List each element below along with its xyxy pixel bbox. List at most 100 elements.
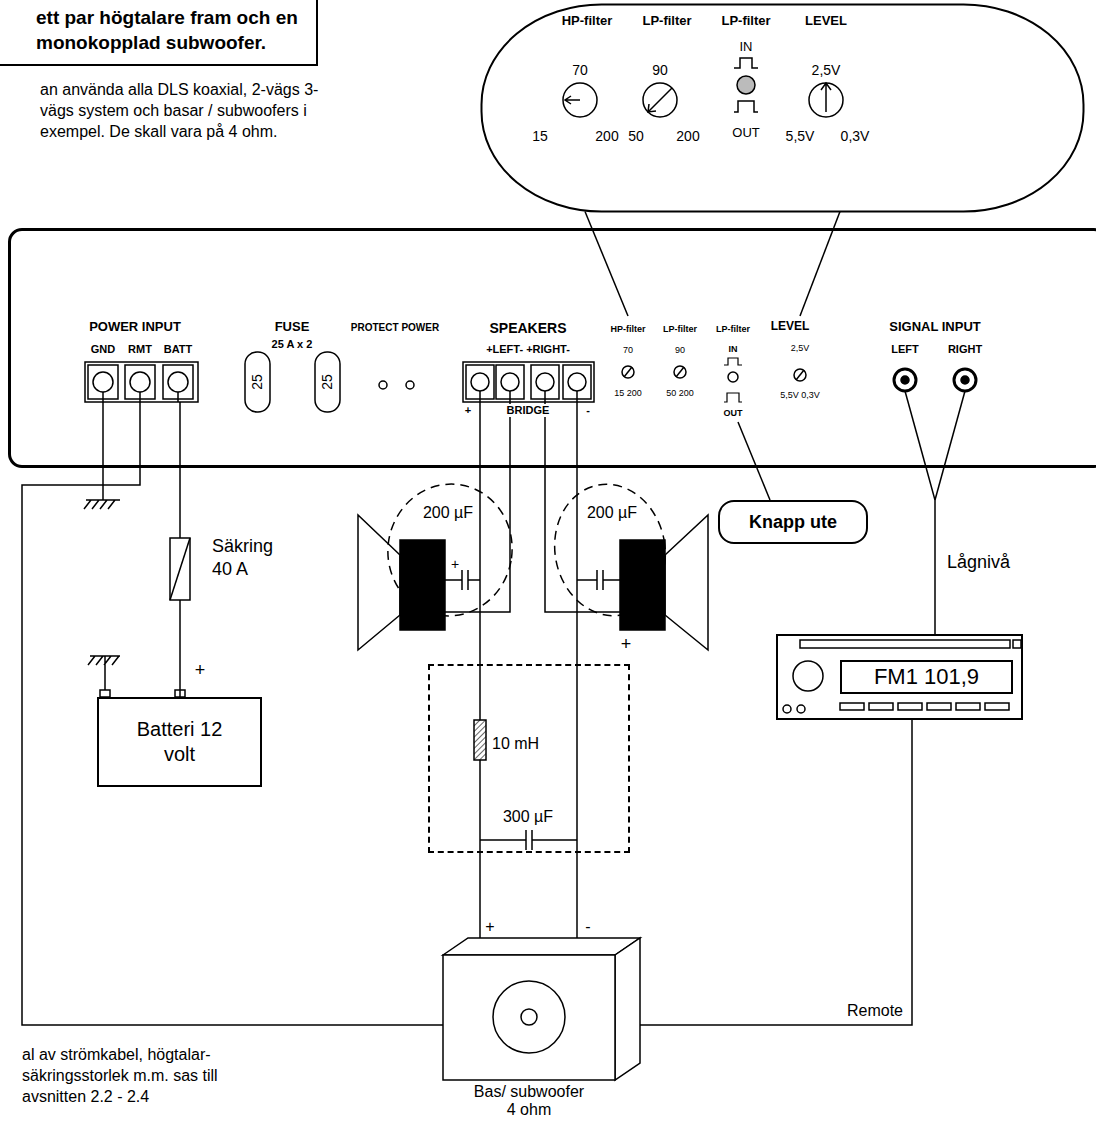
wire-connector — [757, 468, 770, 500]
node-text: - — [585, 404, 591, 417]
wire-connector — [926, 468, 935, 634]
battery-terminal — [175, 690, 185, 697]
radio-button — [797, 705, 805, 713]
wire-connector — [576, 853, 578, 938]
terminal-screw — [568, 373, 586, 391]
speaker-wire — [545, 391, 620, 612]
node-text: IN — [729, 344, 738, 354]
node-text: 300 µF — [503, 808, 553, 826]
knob-pointer — [796, 370, 804, 380]
note-text: Säkring 40 A — [212, 535, 292, 582]
node-text: IN — [740, 40, 753, 55]
leader-line — [800, 228, 834, 316]
leader-line — [738, 422, 757, 468]
rca-pin — [961, 376, 969, 384]
fuse-symbol — [170, 538, 190, 600]
terminal-screw — [130, 372, 150, 392]
wire-label: Lågnivå — [947, 552, 1010, 573]
head-unit: FM1 101,9 — [776, 634, 1023, 720]
capacitor-symbol — [445, 570, 480, 590]
capacitor-symbol — [480, 830, 577, 850]
node-text: Batteri 12 volt — [125, 717, 235, 767]
terminal-screw — [93, 372, 113, 392]
rca-pin — [901, 376, 909, 384]
node-text: BRIDGE — [506, 404, 551, 417]
fuse-symbol — [245, 352, 270, 412]
pulse-symbol — [734, 101, 758, 112]
push-button — [737, 76, 755, 94]
ground-symbol — [84, 500, 120, 509]
node-text: 5,5V 0,3V — [780, 390, 820, 400]
note-text: + — [451, 556, 459, 572]
knob-symbol — [809, 83, 843, 117]
knob-pointer — [821, 83, 831, 112]
node-text: LEVEL — [805, 14, 847, 29]
node-text: PROTECT POWER — [351, 322, 439, 334]
callout-outline — [482, 5, 1084, 212]
remote-wire — [139, 392, 141, 466]
wire-connector — [576, 468, 578, 664]
speaker-wire — [479, 391, 481, 466]
node-text: POWER INPUT — [89, 320, 181, 335]
note-text: al av strömkabel, högtalar- säkringsstor… — [22, 1045, 237, 1107]
speaker-magnet — [400, 540, 445, 630]
knob-symbol — [622, 366, 634, 378]
node-text: +LEFT- +RIGHT- — [486, 343, 570, 356]
leader-line — [905, 391, 926, 468]
knob-pointer — [624, 367, 632, 377]
wire-label: Remote — [847, 1002, 903, 1020]
rca-jack — [894, 369, 916, 391]
speaker-wire — [576, 391, 578, 466]
node-text: Bas/ subwoofer 4 ohm — [468, 1083, 590, 1118]
woofer-cone — [493, 981, 565, 1053]
node-text: RMT — [128, 343, 152, 356]
rca-jack — [954, 369, 976, 391]
node-text: HP-filter — [610, 324, 645, 334]
node-text: 2,5V — [791, 343, 810, 353]
note-text: 200 µF — [587, 504, 637, 522]
node-text: 70 — [623, 345, 633, 355]
inductor-symbol — [474, 720, 486, 760]
knob-pointer — [648, 88, 672, 112]
node-text: 15 200 — [614, 388, 642, 398]
speaker-cone — [665, 515, 708, 650]
capacitor-symbol — [577, 570, 620, 590]
node-text: RIGHT — [948, 343, 982, 356]
node-text: 0,3V — [841, 128, 870, 144]
knob-symbol — [563, 83, 597, 117]
node-text: LP-filter — [663, 324, 697, 334]
led — [379, 381, 387, 389]
node-text: ett par högtalare fram och en monokoppla… — [36, 6, 336, 55]
terminal-block — [463, 362, 594, 402]
note-text: + — [621, 634, 632, 655]
wire-connector — [834, 212, 840, 229]
knob-symbol — [794, 369, 806, 381]
node-text: FUSE — [275, 320, 310, 335]
wire-connector — [22, 468, 912, 1025]
node-text: BATT — [164, 343, 193, 356]
node-text: SIGNAL INPUT — [889, 320, 981, 335]
ground-wire — [102, 392, 104, 500]
subwoofer-top — [443, 938, 640, 955]
node-text: LEFT — [891, 343, 919, 356]
filter-wire — [480, 664, 577, 853]
note-text: an använda alla DLS koaxial, 2-vägs 3-vä… — [40, 80, 342, 142]
node-text: 50 — [628, 128, 644, 144]
amplifier-panel: POWER INPUTGNDRMTBATTFUSE25 A x 22525PRO… — [8, 228, 1096, 468]
node-text: FM1 101,9 — [840, 660, 1013, 694]
node-text: 200 — [595, 128, 618, 144]
pulse-symbol — [724, 358, 742, 365]
node-text: LP-filter — [642, 14, 691, 29]
note-text: - — [585, 918, 590, 936]
node-text: LP-filter — [716, 324, 750, 334]
node-text: LP-filter — [721, 14, 770, 29]
node-text: 70 — [572, 62, 588, 78]
node-text: 10 mH — [492, 735, 539, 753]
node-text: 25 — [249, 374, 265, 390]
preset-buttons — [840, 703, 1009, 710]
pulse-symbol — [724, 393, 742, 402]
woofer-cap — [521, 1009, 537, 1025]
node-text: 15 — [532, 128, 548, 144]
subwoofer-front — [443, 955, 615, 1080]
